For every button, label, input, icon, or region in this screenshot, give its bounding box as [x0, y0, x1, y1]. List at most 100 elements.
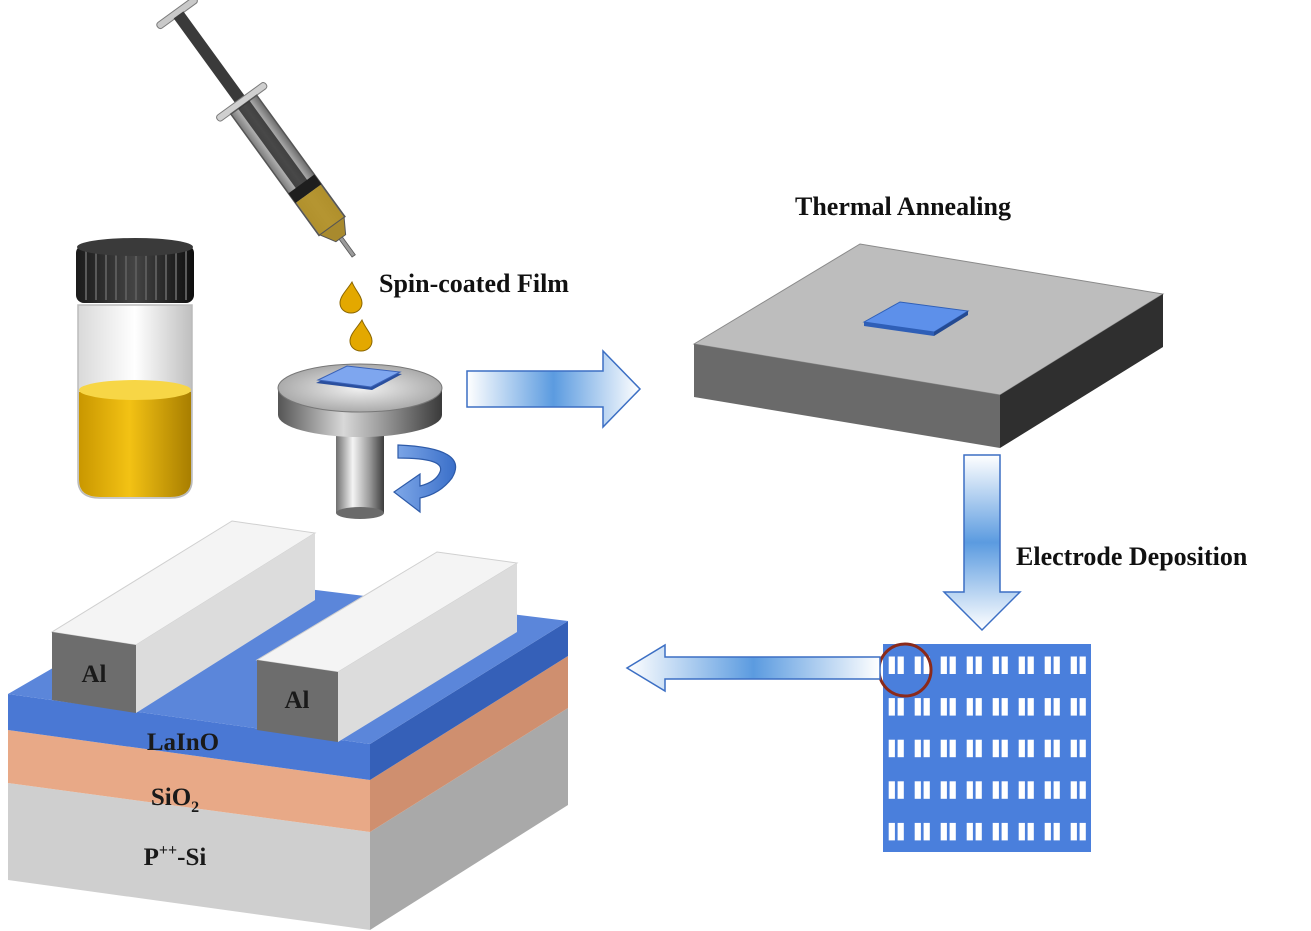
electrode-pad [975, 739, 982, 758]
electrode-pad [1070, 739, 1077, 758]
electrode-pad [897, 781, 904, 799]
electrode-pad [1018, 781, 1025, 799]
electrode-pad [1018, 698, 1025, 716]
substrate-main: P [144, 844, 159, 871]
electrode-pad [940, 698, 947, 716]
electrode-label-left: Al [82, 661, 107, 688]
electrode-pad [1027, 656, 1034, 674]
step-label-thermal-annealing: Thermal Annealing [795, 192, 1011, 221]
electrode-pad [949, 698, 956, 716]
electrode-pad [897, 822, 904, 841]
electrode-pad [888, 739, 895, 758]
electrode-pad [1018, 822, 1025, 841]
sio2-subscript: 2 [191, 799, 199, 816]
electrode-pad [949, 739, 956, 758]
spin-coater-icon [277, 363, 443, 519]
electrode-pad [975, 656, 982, 674]
electrode-pad [940, 781, 947, 799]
electrode-pad [914, 781, 921, 799]
electrode-pad [1053, 698, 1060, 716]
electrode-pad [949, 781, 956, 799]
electrode-pad [1027, 698, 1034, 716]
electrode-pad [1001, 656, 1008, 674]
electrode-pad [1018, 656, 1025, 674]
electrode-pad [1070, 822, 1077, 841]
rotation-arrow-icon [392, 444, 457, 514]
electrode-pad [1044, 822, 1051, 841]
electrode-pad [923, 698, 930, 716]
electrode-pad [1079, 822, 1086, 841]
tft-device-diagram: Al Al LaInO SiO2 P++-Si [8, 520, 568, 930]
electrode-pad [1053, 822, 1060, 841]
electrode-pad [940, 739, 947, 758]
electrode-pad [923, 781, 930, 799]
electrode-pad [914, 656, 921, 674]
electrode-pad [923, 822, 930, 841]
electrode-pad [992, 698, 999, 716]
electrode-pad [1018, 739, 1025, 758]
electrode-pad [1044, 698, 1051, 716]
electrode-pad [1079, 698, 1086, 716]
electrode-pad [966, 822, 973, 841]
electrode-pad [923, 739, 930, 758]
electrode-pad [1053, 656, 1060, 674]
electrode-pad [1044, 739, 1051, 758]
layer-label-substrate: P++-Si [144, 842, 207, 871]
electrode-pad [1001, 698, 1008, 716]
electrode-pad [992, 822, 999, 841]
electrode-pad [992, 739, 999, 758]
electrode-pad [1001, 739, 1008, 758]
electrode-pad [1070, 781, 1077, 799]
electrode-pad [966, 781, 973, 799]
electrode-pad [914, 698, 921, 716]
process-arrow-down [942, 454, 1022, 632]
electrode-pad [992, 656, 999, 674]
electrode-pad [1044, 781, 1051, 799]
droplet-icon [349, 318, 373, 352]
electrode-pad [888, 822, 895, 841]
electrode-pad [914, 822, 921, 841]
electrode-pad [1079, 739, 1086, 758]
electrode-pads [888, 656, 1086, 841]
hot-plate-icon [692, 243, 1165, 448]
electrode-pad [975, 781, 982, 799]
electrode-pad [897, 698, 904, 716]
sio2-main: SiO [151, 784, 191, 811]
electrode-pad [966, 739, 973, 758]
electrode-pad [949, 656, 956, 674]
electrode-array [877, 642, 1091, 852]
electrode-pad [923, 656, 930, 674]
electrode-pad [940, 822, 947, 841]
electrode-pad [888, 656, 895, 674]
electrode-pad [1001, 822, 1008, 841]
electrode-pad [888, 781, 895, 799]
electrode-pad [1027, 739, 1034, 758]
electrode-pad [992, 781, 999, 799]
electrode-pad [1044, 656, 1051, 674]
substrate-suffix: -Si [177, 844, 206, 871]
electrode-pad [1053, 739, 1060, 758]
electrode-pad [1027, 781, 1034, 799]
electrode-pad [949, 822, 956, 841]
electrode-pad [1053, 781, 1060, 799]
electrode-pad [1079, 781, 1086, 799]
layer-label-laino: LaInO [147, 729, 219, 756]
electrode-pad [1079, 656, 1086, 674]
electrode-pad [966, 656, 973, 674]
electrode-pad [1027, 822, 1034, 841]
electrode-pad [1001, 781, 1008, 799]
substrate-superscript: ++ [159, 842, 177, 859]
process-arrow-left [625, 643, 881, 693]
syringe-icon [156, 0, 356, 258]
electrode-pad [940, 656, 947, 674]
step-label-spin-coating: Spin-coated Film [379, 269, 569, 298]
solution-vial-icon [76, 238, 194, 499]
electrode-pad [897, 656, 904, 674]
electrode-pad [888, 698, 895, 716]
electrode-pad [1070, 698, 1077, 716]
layer-label-sio2: SiO2 [151, 784, 199, 816]
electrode-pad [975, 822, 982, 841]
electrode-pad [966, 698, 973, 716]
electrode-label-right: Al [285, 687, 310, 714]
